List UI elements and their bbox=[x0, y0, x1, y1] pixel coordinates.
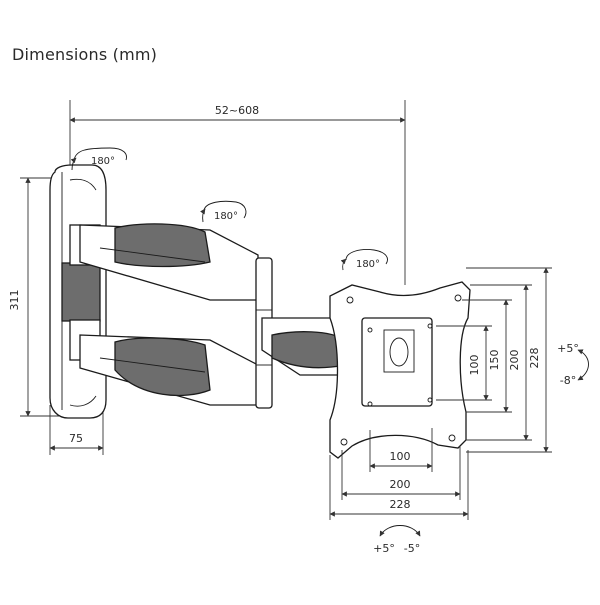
page-title: Dimensions (mm) bbox=[12, 45, 158, 64]
vesa-plate bbox=[329, 281, 471, 459]
tilt-indicator: +5° -8° bbox=[557, 342, 589, 387]
vesa-v-228-label: 228 bbox=[528, 348, 541, 369]
arm-swivel-label: 180° bbox=[214, 211, 238, 222]
swivel-right-label: -5° bbox=[404, 542, 420, 555]
wall-swivel-indicator: 180° bbox=[70, 147, 127, 171]
vesa-v-150-label: 150 bbox=[488, 350, 501, 371]
lower-arm bbox=[79, 334, 259, 406]
reach-label: 52~608 bbox=[215, 104, 259, 117]
vesa-vertical-dimensions: 100 150 200 228 bbox=[436, 267, 552, 453]
tilt-down-label: -8° bbox=[560, 374, 576, 387]
swivel-indicator: +5° -5° bbox=[373, 525, 421, 555]
vesa-h-228-label: 228 bbox=[390, 498, 411, 511]
depth-dimension: 75 bbox=[49, 405, 104, 455]
vesa-h-100-label: 100 bbox=[390, 450, 411, 463]
wall-plate bbox=[49, 164, 107, 419]
swivel-left-label: +5° bbox=[373, 542, 395, 555]
vesa-horizontal-dimensions: 100 200 228 bbox=[329, 428, 469, 520]
vesa-v-200-label: 200 bbox=[508, 350, 521, 371]
head-swivel-label: 180° bbox=[356, 259, 380, 270]
forearm bbox=[261, 317, 351, 376]
height-label: 311 bbox=[8, 290, 21, 311]
vesa-h-200-label: 200 bbox=[390, 478, 411, 491]
head-swivel-indicator: 180° bbox=[340, 249, 388, 271]
depth-label: 75 bbox=[69, 432, 83, 445]
tilt-up-label: +5° bbox=[557, 342, 579, 355]
vesa-v-100-label: 100 bbox=[468, 355, 481, 376]
reach-dimension: 52~608 bbox=[69, 100, 406, 285]
arm-swivel-indicator: 180° bbox=[200, 200, 247, 223]
upper-arm bbox=[79, 223, 259, 301]
wall-swivel-label: 180° bbox=[91, 156, 115, 167]
